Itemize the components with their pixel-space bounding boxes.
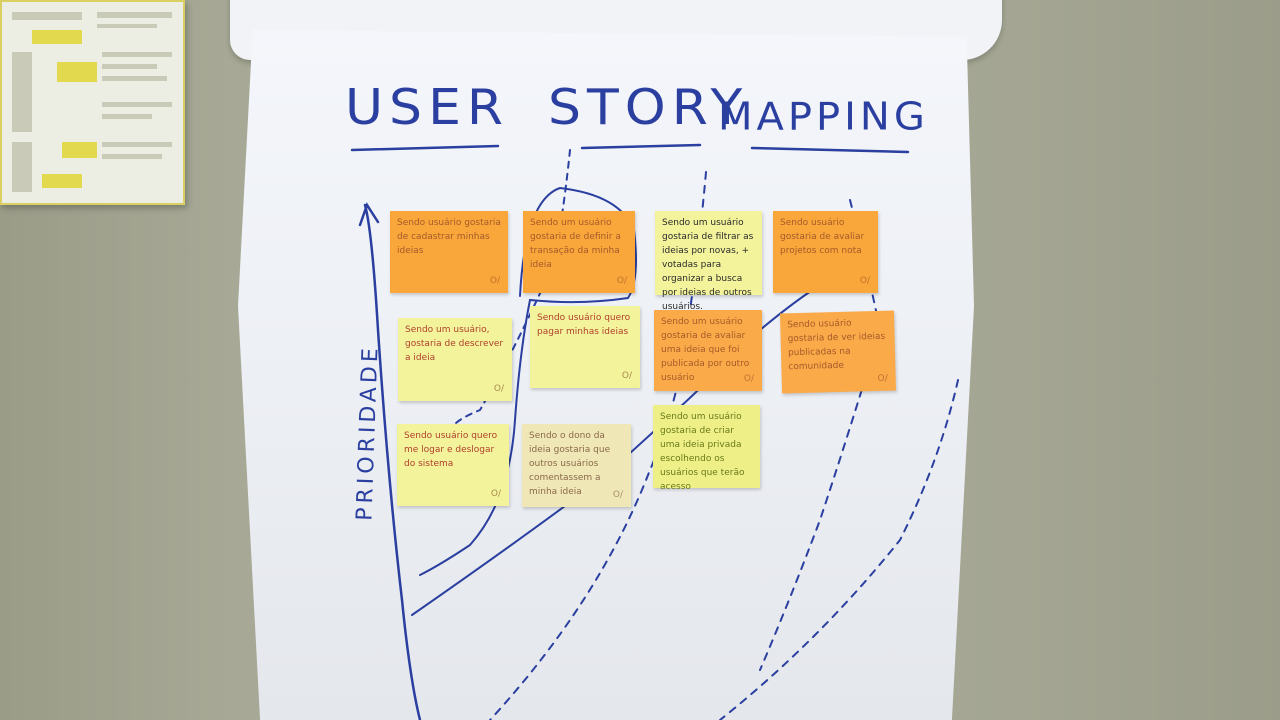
sticky-note: Sendo um usuário gostaria de criar uma i…	[653, 405, 760, 492]
sticky-note-text: Sendo usuário gostaria de ver ideias pub…	[787, 318, 886, 373]
sticky-note-mark: O/	[489, 276, 500, 287]
title-word-story: STORY	[548, 79, 749, 137]
sticky-note: Sendo usuário gostaria de ver ideias pub…	[779, 310, 897, 394]
sticky-note-text: Sendo um usuário gostaria de avaliar uma…	[661, 317, 750, 383]
sticky-note-mark: O/	[621, 371, 632, 382]
sticky-note-mark: O/	[859, 276, 870, 287]
sticky-note-text: Sendo um usuário gostaria de filtrar as …	[662, 218, 754, 312]
sticky-note-text: Sendo um usuário gostaria de definir a t…	[530, 218, 621, 270]
sticky-note: Sendo usuário gostaria de cadastrar minh…	[390, 211, 508, 293]
title-word-user: USER	[345, 79, 510, 137]
sticky-note-mark: O/	[493, 384, 504, 395]
sticky-note-mark: O/	[616, 276, 627, 287]
sticky-note: Sendo usuário gostaria de avaliar projet…	[773, 211, 878, 293]
sticky-note: Sendo usuário quero me logar e deslogar …	[397, 424, 509, 506]
sticky-note-text: Sendo o dono da ideia gostaria que outro…	[529, 431, 611, 497]
title-word-mapping: MAPPING	[718, 95, 929, 139]
sticky-note: Sendo usuário quero pagar minhas ideias …	[530, 306, 640, 388]
sticky-note: Sendo um usuário gostaria de avaliar uma…	[654, 310, 762, 391]
sticky-note-text: Sendo um usuário, gostaria de descrever …	[405, 325, 504, 363]
sticky-note: Sendo um usuário gostaria de filtrar as …	[655, 211, 762, 312]
sticky-note-mark: O/	[743, 374, 754, 385]
sticky-note-text: Sendo usuário gostaria de avaliar projet…	[780, 218, 865, 256]
sticky-note-mark: O/	[490, 489, 501, 500]
sticky-note-text: Sendo um usuário gostaria de criar uma i…	[660, 412, 745, 492]
sticky-note-text: Sendo usuário quero me logar e deslogar …	[404, 431, 498, 469]
wall-poster	[0, 0, 185, 205]
sticky-note-text: Sendo usuário gostaria de cadastrar minh…	[397, 218, 501, 256]
sticky-note: Sendo o dono da ideia gostaria que outro…	[522, 424, 631, 507]
sticky-note-mark: O/	[612, 490, 623, 501]
sticky-note-mark: O/	[877, 373, 888, 385]
sticky-note: Sendo um usuário gostaria de definir a t…	[523, 211, 635, 293]
sticky-note-text: Sendo usuário quero pagar minhas ideias	[537, 313, 631, 337]
sticky-note: Sendo um usuário, gostaria de descrever …	[398, 318, 512, 401]
